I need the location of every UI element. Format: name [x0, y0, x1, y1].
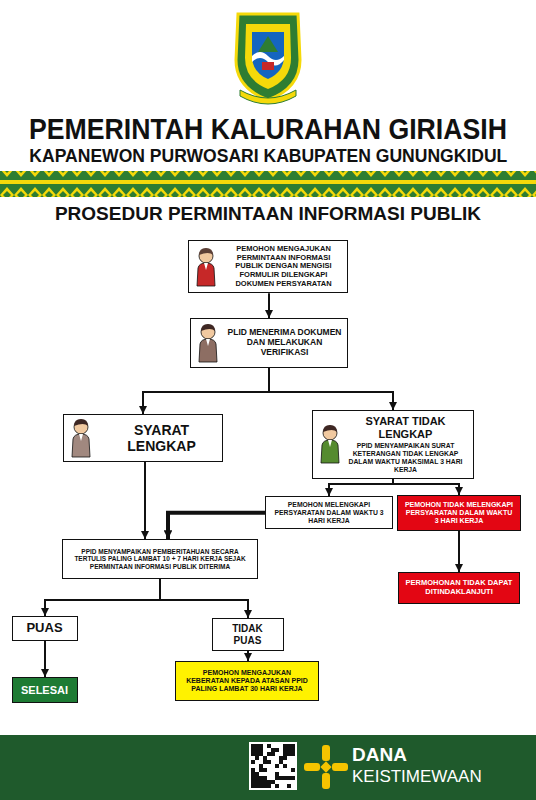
flow-arrow [45, 579, 160, 616]
flow-arrow [458, 531, 460, 572]
process-box: PPID MENYAMPAIKAN PEMBERITAHUAN SECARA T… [62, 539, 258, 579]
rejection-box: PERMOHONAN TIDAK DAPAT DITINDAKLANJUTI [398, 572, 520, 604]
box-text: PPID MENYAMPAIKAN PEMBERITAHUAN SECARA T… [68, 548, 252, 570]
box-text: PEMOHON MENGAJUKAN PERMINTAAN INFORMASI … [225, 245, 342, 288]
process-box: PEMOHON MENGAJUKAN PERMINTAAN INFORMASI … [188, 240, 348, 293]
qr-code [249, 742, 297, 790]
rejection-box: PEMOHON TIDAK MELENGKAPI PERSYARATAN DAL… [397, 495, 521, 531]
brand-name: DANA [352, 744, 502, 766]
box-text: TIDAK PUAS [217, 623, 278, 646]
header-subtitle: KAPANEWON PURWOSARI KABUPATEN GUNUNGKIDU… [0, 146, 536, 167]
person-icon [68, 417, 94, 459]
flow-arrow [268, 293, 270, 318]
process-box: TIDAK PUAS [212, 618, 284, 651]
emblem [236, 14, 300, 104]
flow-arrow [329, 479, 393, 496]
box-text: PEMOHON MELENGKAPI PERSYARATAN DALAM WAK… [271, 501, 387, 524]
process-box: PLID MENERIMA DOKUMEN DAN MELAKUKAN VERI… [190, 318, 348, 368]
person-icon [317, 423, 343, 465]
box-text: SELESAI [17, 684, 72, 697]
box-text: SYARAT TIDAK LENGKAP [343, 415, 468, 440]
flow-arrow [168, 513, 265, 539]
process-box: SYARAT TIDAK LENGKAPPPID MENYAMPAIKAN SU… [312, 410, 474, 479]
flow-arrow [269, 368, 393, 410]
dana-logo [304, 745, 348, 789]
box-text: SYARAT LENGKAP [106, 422, 217, 454]
box-text: PLID MENERIMA DOKUMEN DAN MELAKUKAN VERI… [227, 328, 342, 357]
process-box: PUAS [12, 616, 78, 641]
ornament-band [0, 171, 536, 197]
flow-arrow [160, 579, 248, 618]
outcome-box: PEMOHON MENGAJUKAN KEBERATAN KEPADA ATAS… [175, 661, 319, 701]
outcome-box: SELESAI [12, 677, 78, 703]
box-text: PEMOHON MENGAJUKAN KEBERATAN KEPADA ATAS… [181, 669, 313, 693]
flow-arrow [144, 462, 146, 539]
diagram-title: PROSEDUR PERMINTAAN INFORMASI PUBLIK [0, 203, 536, 225]
flow-arrow [393, 479, 459, 495]
box-text: PEMOHON TIDAK MELENGKAPI PERSYARATAN DAL… [403, 501, 515, 525]
person-icon [193, 246, 219, 288]
header-title: PEMERINTAH KALURAHAN GIRIASIH [0, 113, 536, 146]
brand-name: KEISTIMEWAAN [352, 767, 522, 787]
flow-arrow [44, 641, 46, 677]
box-text: PUAS [17, 621, 72, 636]
flow-arrow [247, 651, 249, 661]
box-text: PERMOHONAN TIDAK DAPAT DITINDAKLANJUTI [404, 579, 514, 596]
process-box: SYARAT LENGKAP [63, 414, 223, 462]
person-icon [195, 322, 221, 364]
footer-band [0, 735, 536, 800]
process-box: PEMOHON MELENGKAPI PERSYARATAN DALAM WAK… [265, 496, 393, 529]
flow-arrow [143, 368, 269, 414]
box-body: PPID MENYAMPAIKAN SURAT KETERANGAN TIDAK… [343, 442, 468, 473]
